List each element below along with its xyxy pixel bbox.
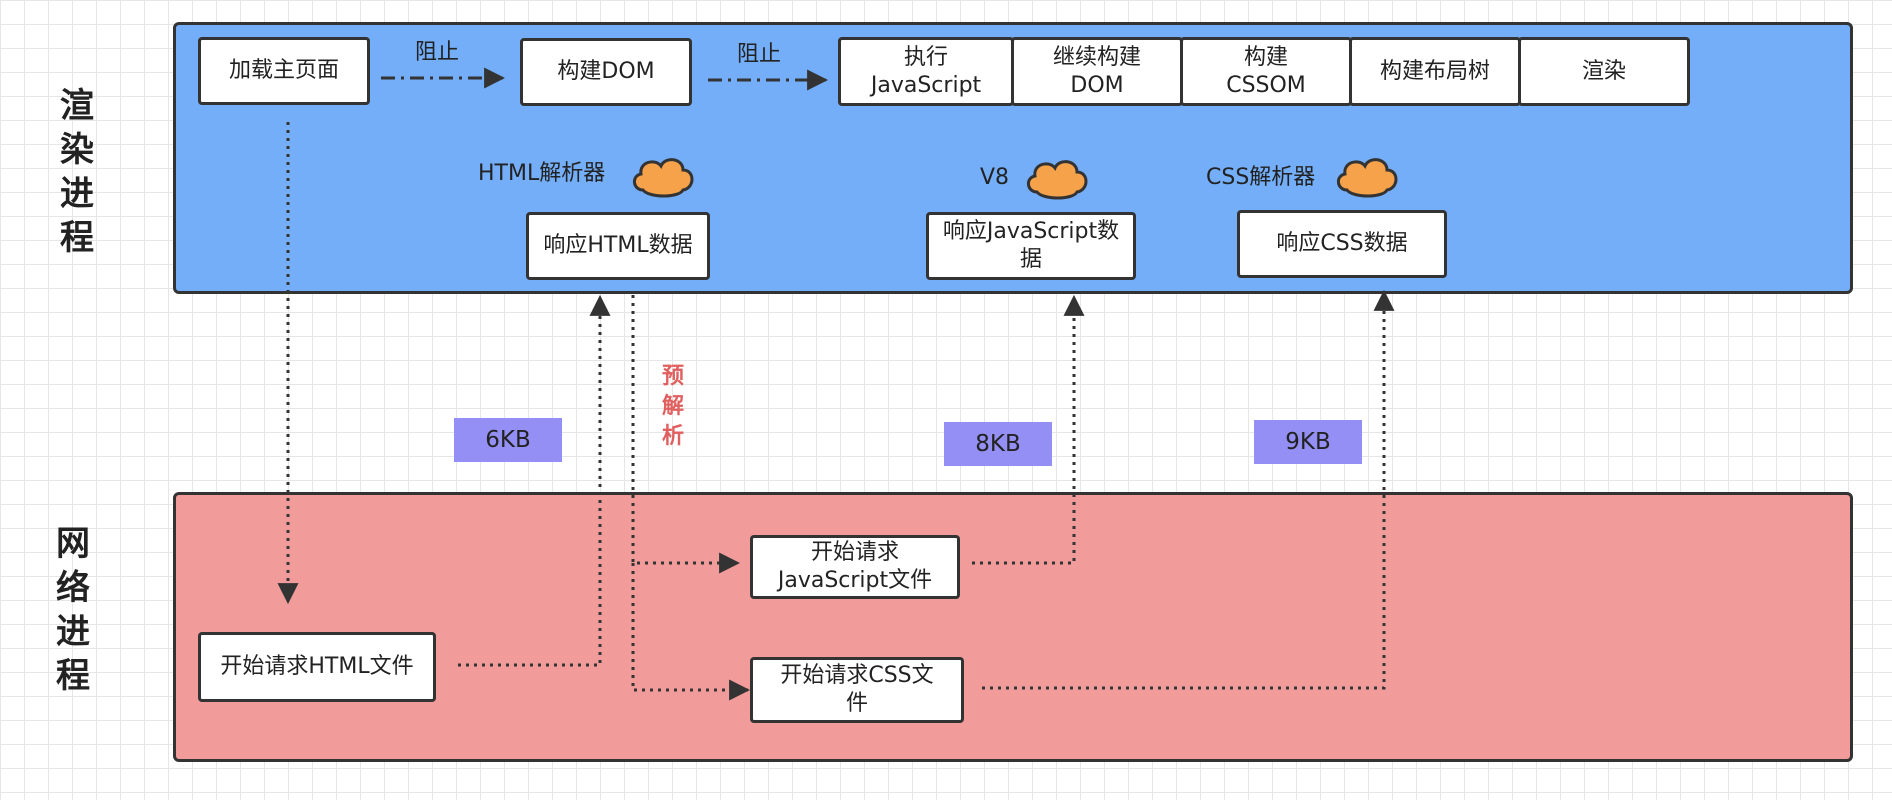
render-process-title-char-3: 进 (60, 174, 94, 214)
v8-label: V8 (980, 165, 1010, 190)
render-process-title-char-4: 程 (60, 218, 94, 258)
response-html-data: 响应HTML数据 (526, 212, 710, 280)
size-tag-css: 9KB (1254, 420, 1362, 464)
request-javascript-file: 开始请求JavaScript文件 (750, 535, 960, 599)
step-build-layout-tree: 构建布局树 (1349, 37, 1521, 106)
step-build-dom: 构建DOM (520, 38, 692, 106)
network-process-title-char-1: 网 (56, 524, 90, 564)
network-process-lane (173, 492, 1853, 762)
step-load-main-page: 加载主页面 (198, 37, 370, 105)
request-html-file: 开始请求HTML文件 (198, 632, 436, 702)
step-render: 渲染 (1518, 37, 1690, 106)
response-javascript-data: 响应JavaScript数据 (926, 212, 1136, 280)
css-response-arrow (982, 289, 1395, 690)
html-response-arrow (458, 294, 611, 667)
request-css-file: 开始请求CSS文件 (750, 657, 964, 723)
size-tag-javascript: 8KB (944, 422, 1052, 466)
network-process-title-char-3: 进 (56, 612, 90, 652)
prefetch-label: 预 解 析 (658, 362, 688, 452)
network-process-title: 网 络 进 程 (48, 522, 98, 698)
prefetch-label-char-1: 预 (661, 364, 684, 389)
prefetch-label-char-3: 析 (661, 424, 684, 449)
render-process-title-char-2: 染 (60, 130, 94, 170)
prefetch-label-char-2: 解 (661, 394, 684, 419)
size-tag-html: 6KB (454, 418, 562, 462)
render-process-title-char-1: 渲 (60, 86, 94, 126)
step-continue-build-dom: 继续构建DOM (1011, 37, 1183, 106)
render-process-title: 渲 染 进 程 (52, 84, 102, 260)
step-execute-javascript: 执行JavaScript (838, 37, 1014, 106)
block-label-2: 阻止 (737, 42, 782, 67)
html-parser-cloud-icon (633, 158, 694, 198)
step-build-cssom: 构建CSSOM (1180, 37, 1352, 106)
network-process-title-char-2: 络 (56, 568, 90, 608)
response-css-data: 响应CSS数据 (1237, 210, 1447, 278)
html-parser-label: HTML解析器 (478, 161, 606, 186)
block-label-1: 阻止 (415, 40, 460, 65)
css-parser-cloud-icon (1337, 158, 1398, 198)
prefetch-css-arrow (631, 563, 751, 701)
prefetch-javascript-arrow (631, 295, 741, 574)
css-parser-label: CSS解析器 (1206, 165, 1316, 190)
v8-cloud-icon (1027, 160, 1088, 200)
network-process-title-char-4: 程 (56, 656, 90, 696)
javascript-response-arrow (972, 294, 1085, 565)
